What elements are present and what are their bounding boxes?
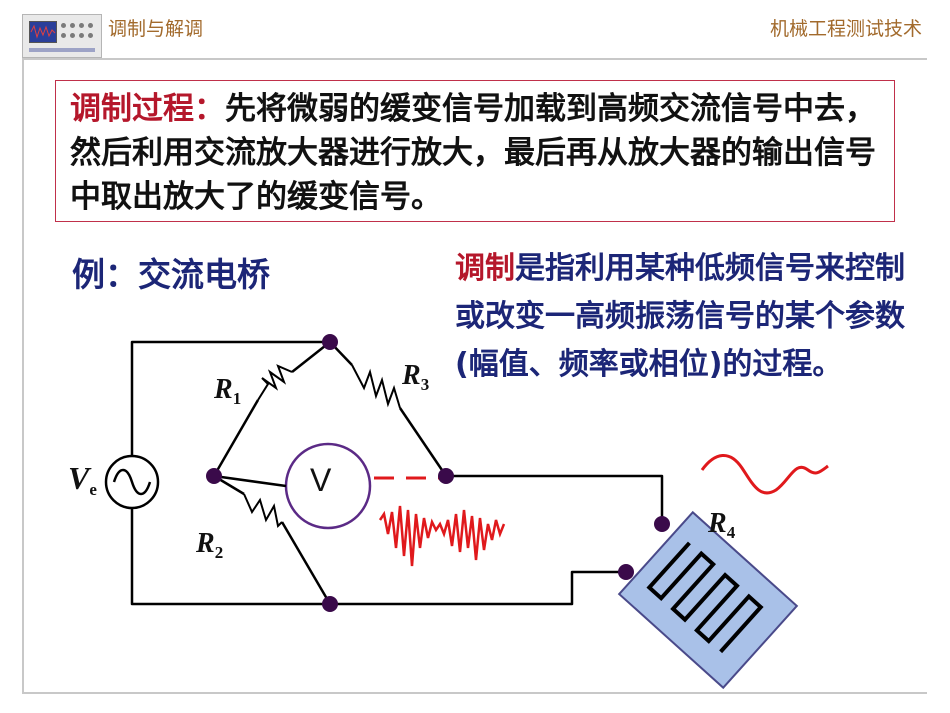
- modulation-definition: 调制是指利用某种低频信号来控制或改变一高频振荡信号的某个参数 (幅值、频率或相位…: [455, 245, 915, 389]
- resistor-r3-label: R3: [402, 360, 430, 394]
- header-left-title: 调制与解调: [108, 18, 204, 40]
- circuit-nodes: [206, 334, 454, 612]
- logo-screen: [29, 21, 57, 43]
- top-divider: [22, 58, 927, 60]
- circuit-wires: [130, 340, 664, 606]
- bottom-border: [22, 692, 927, 694]
- resistor-r2-zigzag: [243, 493, 283, 529]
- left-border: [22, 58, 24, 693]
- resistor-r2-label: R2: [196, 528, 224, 562]
- resistor-r1-zigzag: [257, 364, 293, 401]
- strain-gauge-r4: [617, 510, 799, 690]
- voltmeter-label: V: [310, 462, 332, 498]
- definition-term: 调制: [455, 251, 515, 286]
- modulated-signal-wave: [378, 505, 506, 567]
- resistor-r1-label: R1: [214, 374, 242, 408]
- modulation-process-text: 先将微弱的缓变信号加载到高频交流信号中去，然后利用交流放大器进行放大，最后再从放…: [70, 91, 876, 215]
- resistor-r4-label: R4: [708, 508, 736, 542]
- instrument-logo: [22, 14, 102, 58]
- example-title: 例：交流电桥: [72, 255, 270, 294]
- ac-sine-icon: [112, 468, 152, 496]
- definition-text: 是指利用某种低频信号来控制或改变一高频振荡信号的某个参数 (幅值、频率或相位)的…: [455, 251, 905, 382]
- source-label: Ve: [68, 460, 97, 499]
- low-frequency-wave: [700, 454, 829, 495]
- resistor-r3-zigzag: [351, 364, 401, 409]
- modulation-process-term: 调制过程：: [70, 91, 225, 127]
- modulation-process-box: 调制过程：先将微弱的缓变信号加载到高频交流信号中去，然后利用交流放大器进行放大，…: [55, 80, 895, 222]
- header-right-title: 机械工程测试技术: [769, 18, 922, 40]
